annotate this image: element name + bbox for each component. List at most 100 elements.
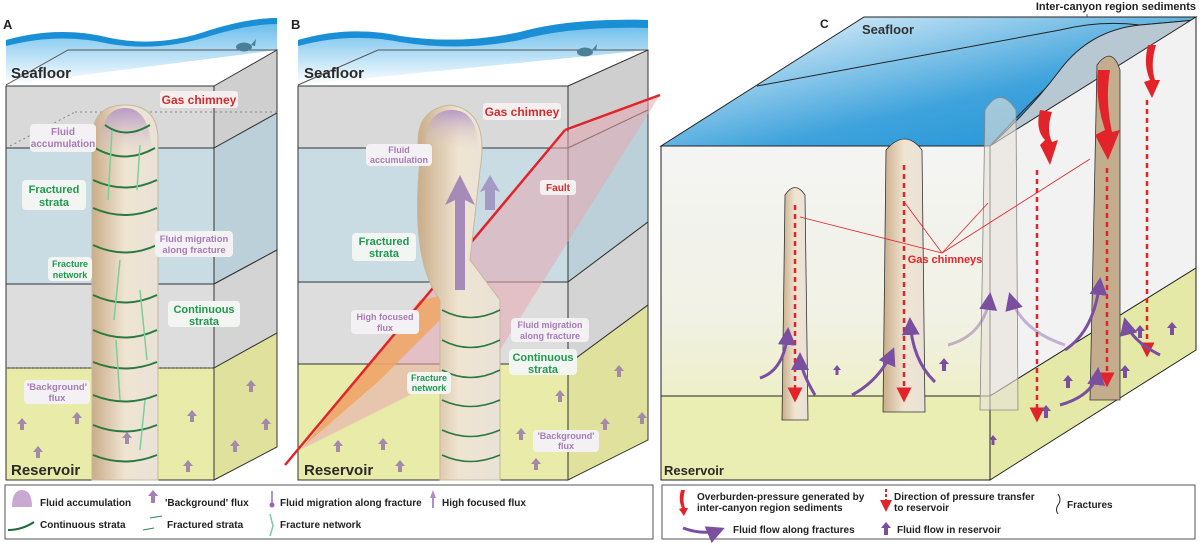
legend-overburden-2: inter-canyon region sediments: [697, 503, 843, 514]
high-focused-flux-arrow: [445, 175, 475, 290]
label-fluid-accumulation-a: Fluid accumulation: [30, 124, 96, 152]
fluid-accumulation-icon: [12, 490, 32, 507]
label-background-flux-a: 'Background' flux: [24, 380, 90, 404]
svg-text:Gas chimney: Gas chimney: [485, 105, 560, 119]
svg-text:network: network: [412, 383, 448, 393]
label-high-focused-flux: High focused flux: [351, 310, 419, 334]
label-fractured-strata-b: Fractured strata: [352, 233, 416, 261]
label-background-flux-b: 'Background' flux: [533, 430, 599, 452]
sea-surface: [298, 19, 648, 47]
fault-line-top: [564, 93, 661, 132]
label-gas-chimney-a: Gas chimney: [160, 91, 238, 108]
overburden-pressure-icon: [679, 490, 688, 516]
svg-text:strata: strata: [528, 364, 559, 376]
gas-chimney-a: [91, 104, 159, 481]
label-fluid-accumulation-b: Fluid accumulation: [366, 144, 432, 166]
label-continuous-strata-a: Continuous strata: [168, 301, 240, 328]
svg-text:Continuous: Continuous: [173, 304, 234, 316]
svg-text:Fractured: Fractured: [29, 184, 80, 196]
svg-text:along fracture: along fracture: [520, 331, 580, 341]
svg-text:Fluid migration: Fluid migration: [518, 320, 583, 330]
svg-text:flux: flux: [377, 323, 393, 333]
legend-pressure-transfer-1: Direction of pressure transfer: [894, 492, 1035, 503]
legend-fluid-migration: Fluid migration along fracture: [280, 498, 422, 509]
fluid-accumulation-b: [425, 110, 478, 150]
strata-lines-b: [441, 309, 501, 463]
legend-left: Fluid accumulation 'Background' flux Flu…: [4, 484, 654, 540]
reservoir-label-b: Reservoir: [304, 462, 373, 479]
svg-text:strata: strata: [189, 316, 220, 328]
panel-c: C Inter-canyon region sediments Seafloor: [659, 1, 1198, 481]
strata-lines-a: [92, 124, 158, 463]
svg-text:Fluid: Fluid: [388, 145, 410, 155]
fluid-flow-reservoir-arrows: [833, 322, 1177, 445]
gas-chimneys-pointers: [799, 158, 1091, 254]
legend-fluid-accumulation: Fluid accumulation: [40, 498, 131, 509]
legend-overburden-1: Overburden-pressure generated by: [697, 492, 865, 503]
svg-text:flux: flux: [49, 393, 67, 404]
seafloor-edge: [297, 49, 648, 86]
legend-background-flux: 'Background' flux: [165, 498, 249, 509]
svg-text:strata: strata: [369, 248, 400, 260]
svg-text:'Background': 'Background': [27, 382, 87, 393]
side-reservoir: [213, 332, 278, 481]
fracture-network-a: [107, 129, 148, 451]
overburden-pressure-arrows: [1038, 45, 1160, 165]
fractured-strata-icon: [142, 515, 163, 531]
seafloor-label-c: Seafloor: [862, 22, 914, 37]
panel-c-letter: C: [820, 17, 829, 31]
legend-fractured-strata: Fractured strata: [167, 520, 244, 531]
svg-text:accumulation: accumulation: [31, 139, 95, 150]
gas-chimneys-label: Gas chimneys: [908, 254, 983, 266]
label-fracture-network-b: Fracture network: [407, 372, 451, 394]
fracture-network-icon: [269, 513, 274, 537]
continuous-strata-icon: [7, 521, 35, 531]
svg-text:Gas chimney: Gas chimney: [162, 93, 237, 107]
front-face: [660, 145, 991, 397]
legend-fractures: Fractures: [1067, 500, 1113, 511]
reservoir-label-a: Reservoir: [11, 462, 80, 479]
svg-text:Fracture: Fracture: [52, 259, 88, 269]
whale-icon: [577, 44, 597, 57]
panel-a: A Seafloor: [3, 17, 278, 481]
fault-line: [284, 129, 566, 466]
fluid-flow-reservoir-icon: [881, 522, 891, 535]
fluid-flow-fracture-arrows: [759, 277, 1161, 407]
legend-high-focused-flux: High focused flux: [442, 498, 526, 509]
legend-pressure-transfer-2: to reservoir: [894, 503, 949, 514]
seafloor-label-b: Seafloor: [304, 65, 364, 82]
high-focused-flux-icon: [430, 490, 436, 508]
whale-icon: [236, 39, 256, 52]
label-fractured-strata-a: Fractured strata: [22, 180, 86, 210]
background-flux-arrows-b: [333, 365, 647, 472]
svg-text:Fracture: Fracture: [411, 373, 447, 383]
svg-text:Fractured: Fractured: [359, 236, 410, 248]
label-fluid-migration-b: Fluid migration along fracture: [511, 318, 589, 342]
reservoir-label-c: Reservoir: [664, 463, 724, 478]
high-flux-zone-orange: [305, 290, 470, 445]
svg-text:Fault: Fault: [546, 183, 571, 194]
fractures-icon: [1056, 493, 1061, 515]
legend-continuous-strata: Continuous strata: [40, 520, 126, 531]
svg-text:'Background': 'Background': [538, 431, 595, 441]
label-gas-chimney-b: Gas chimney: [483, 103, 561, 120]
svg-text:flux: flux: [558, 441, 574, 451]
legend-fluid-flow-reservoir: Fluid flow in reservoir: [897, 525, 1001, 536]
legend-right: Overburden-pressure generated by inter-c…: [661, 484, 1196, 543]
gas-chimney-b: [417, 104, 501, 481]
legend-fracture-network: Fracture network: [280, 520, 362, 531]
panel-b-letter: B: [291, 17, 300, 32]
high-focused-flux-arrow: [480, 175, 500, 210]
legend-fluid-flow-fractures: Fluid flow along fractures: [733, 525, 855, 536]
svg-text:High focused: High focused: [356, 312, 413, 322]
svg-text:along fracture: along fracture: [162, 245, 225, 256]
svg-text:strata: strata: [39, 197, 70, 209]
background-flux-arrows-a: [17, 380, 271, 472]
panel-b: B Seafloor: [284, 17, 661, 481]
label-continuous-strata-b: Continuous strata: [509, 349, 577, 376]
fluid-flow-fractures-icon: [682, 526, 725, 543]
svg-text:network: network: [53, 270, 89, 280]
sea-surface: [6, 18, 277, 47]
svg-text:Fluid migration: Fluid migration: [160, 234, 229, 245]
